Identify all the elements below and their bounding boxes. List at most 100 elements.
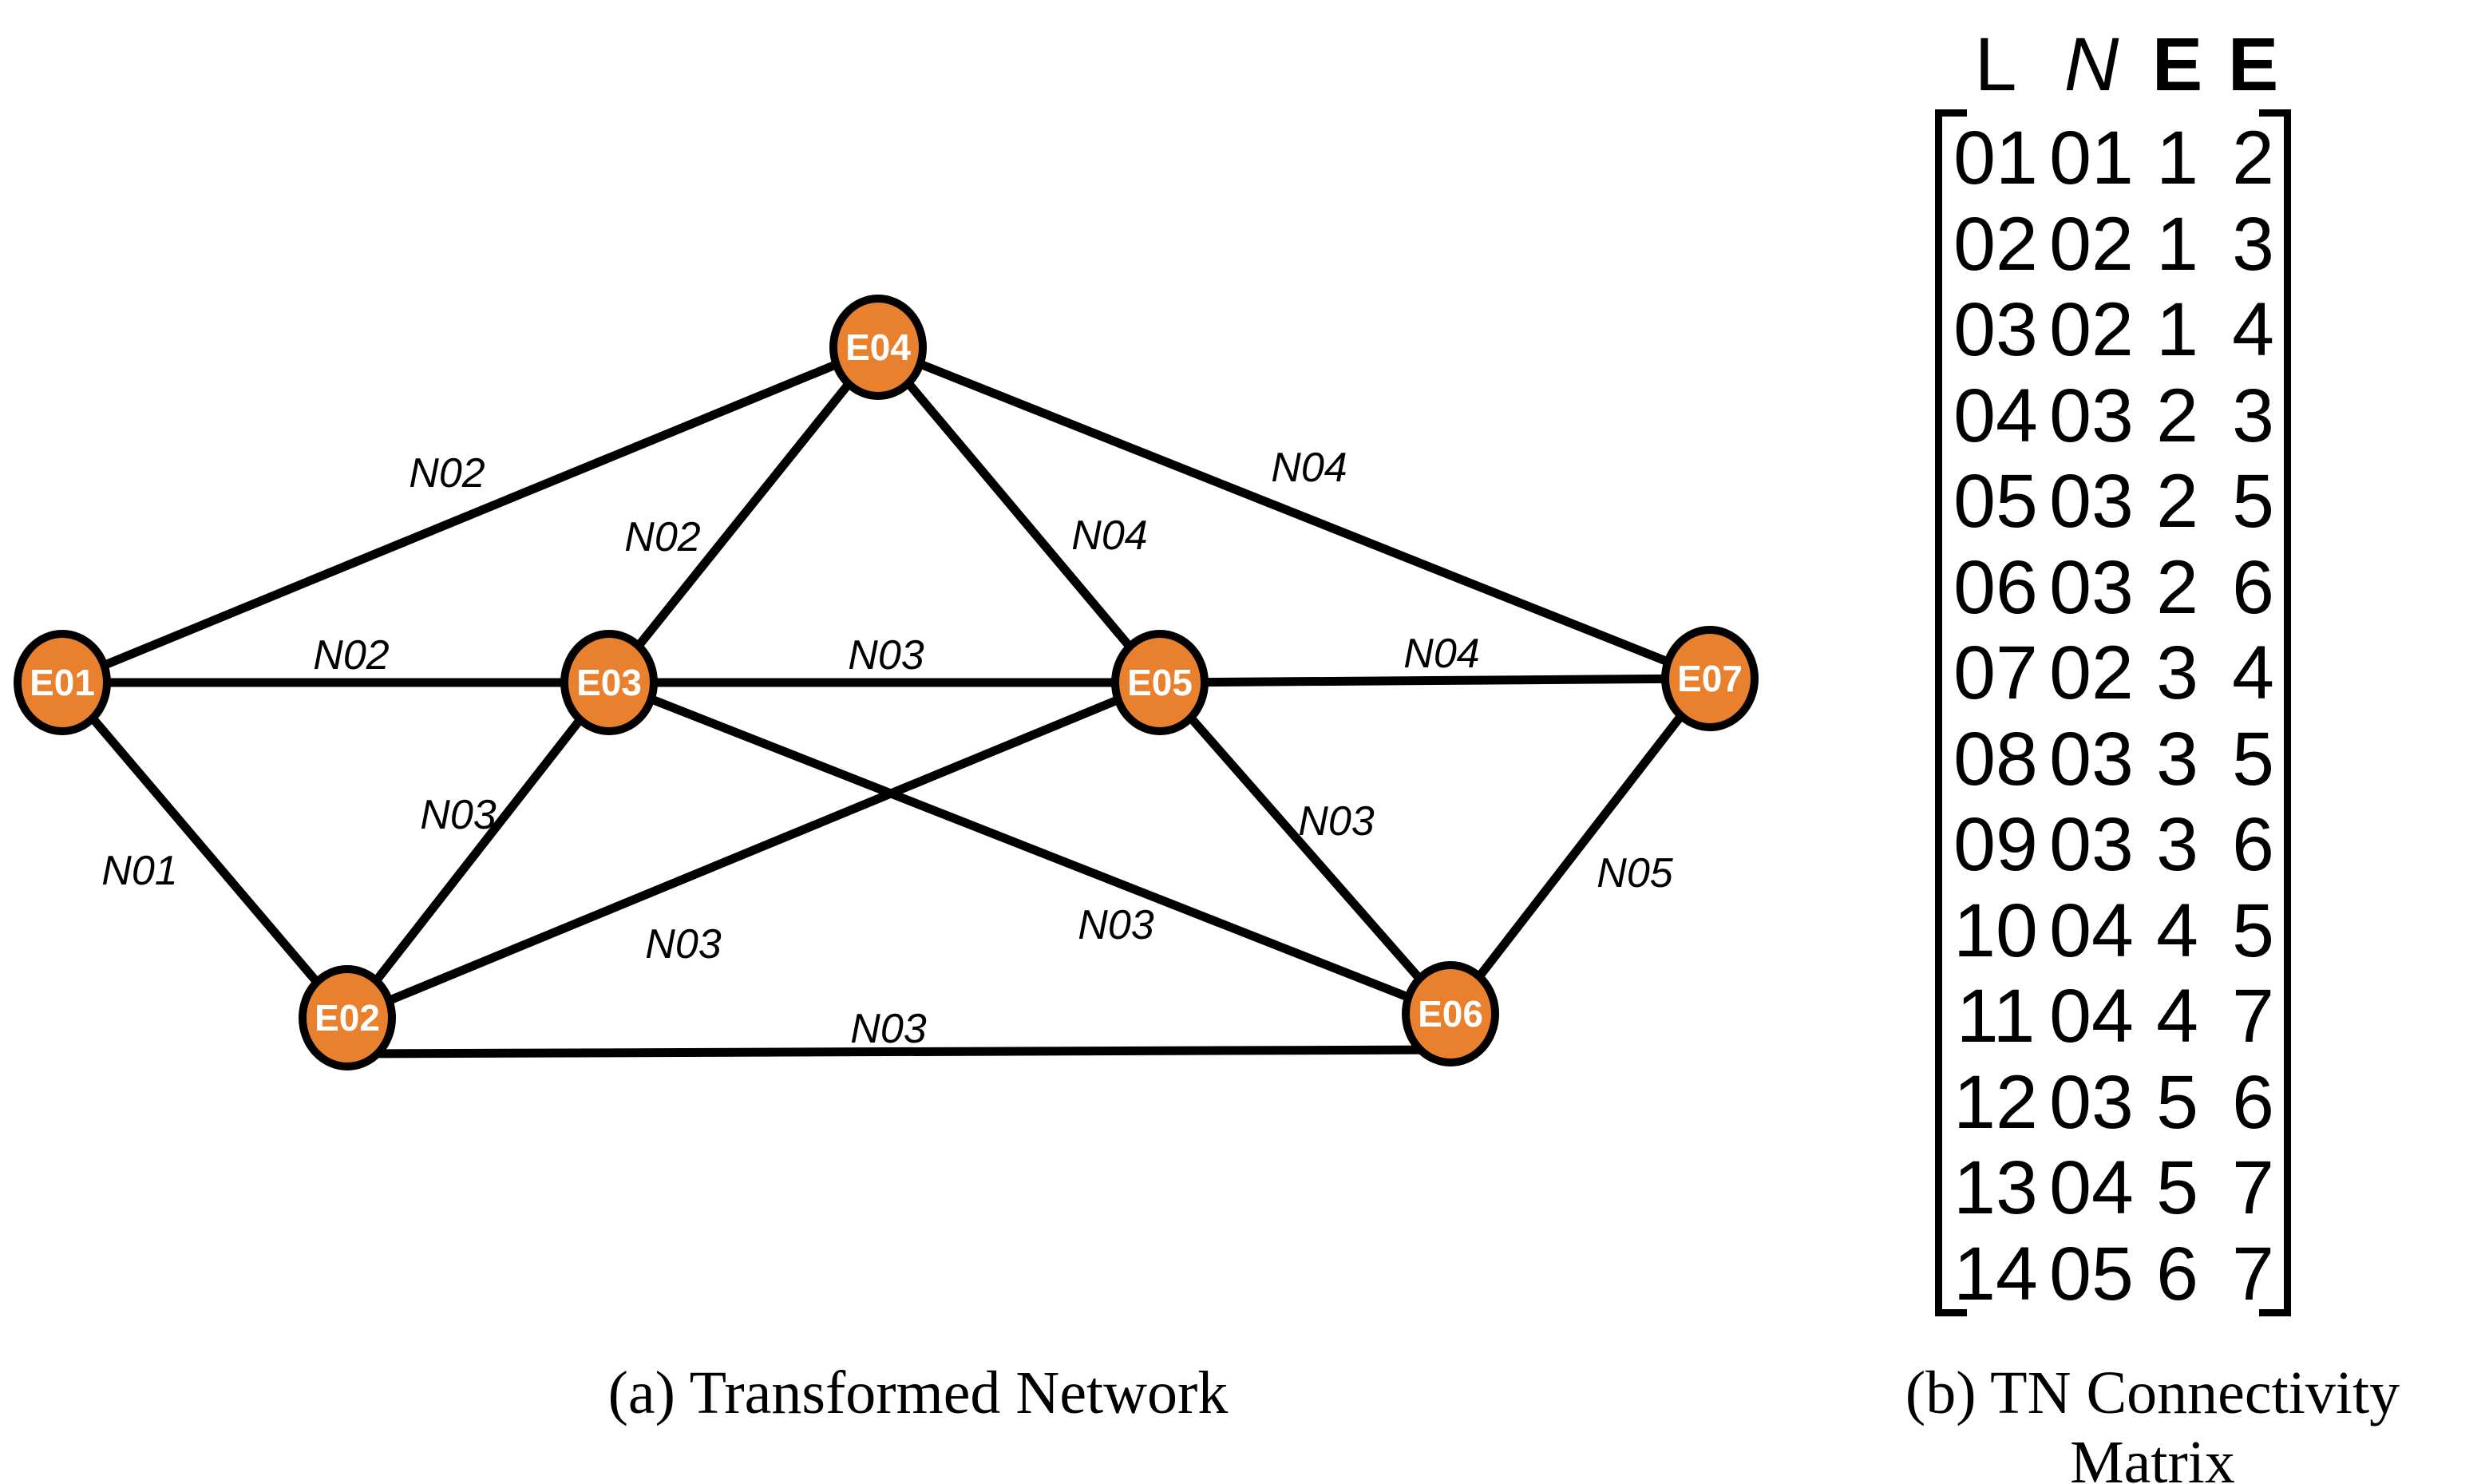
matrix-cell: 02 xyxy=(2049,201,2134,287)
edge-e02-e06 xyxy=(342,1045,1455,1059)
node-e03 xyxy=(560,630,658,735)
edge-label-e02-e06: N03 xyxy=(850,1006,926,1052)
matrix-cell: 1 xyxy=(2156,201,2198,287)
matrix-cell: 05 xyxy=(1953,459,2038,544)
matrix-cell: 6 xyxy=(2156,1231,2198,1316)
matrix-cell: 2 xyxy=(2232,116,2274,200)
matrix-cell: 03 xyxy=(2049,373,2134,458)
matrix-cell: 4 xyxy=(2232,287,2274,372)
matrix-cell: 7 xyxy=(2232,1146,2274,1230)
edge-label-e05-e07: N04 xyxy=(1403,631,1479,677)
matrix-cell: 05 xyxy=(2049,1231,2134,1316)
matrix-cell: 11 xyxy=(1956,974,2036,1059)
node-label-e02: E02 xyxy=(315,997,380,1039)
node-e04 xyxy=(829,295,927,400)
edge-e05-e06 xyxy=(1155,678,1455,1019)
matrix-cell: 09 xyxy=(1953,802,2038,887)
matrix-cell: 07 xyxy=(1953,631,2038,715)
edge-e01-e04 xyxy=(57,342,883,687)
node-label-e06: E06 xyxy=(1418,993,1483,1035)
matrix-cell: 03 xyxy=(1953,287,2038,372)
matrix-cell: 02 xyxy=(2049,631,2134,715)
matrix-cell: 14 xyxy=(1953,1231,2038,1316)
matrix-cell: 5 xyxy=(2156,1146,2198,1230)
matrix-cell: 03 xyxy=(2049,544,2134,630)
edge-label-e01-e04: N02 xyxy=(409,450,485,497)
matrix-cell: 01 xyxy=(2049,116,2134,200)
edge-e04-e05 xyxy=(873,342,1165,687)
matrix-bracket-left xyxy=(1935,109,1967,1316)
matrix-header-l: L xyxy=(1974,22,2017,107)
node-e06 xyxy=(1402,961,1499,1067)
matrix-cell: 01 xyxy=(1953,116,2038,200)
caption-connectivity-matrix: (b) TN Connectivity Matrix xyxy=(1905,1359,2400,1484)
matrix-cell: 6 xyxy=(2232,1059,2274,1145)
matrix-cell: 7 xyxy=(2232,1231,2274,1316)
edge-label-e02-e03: N03 xyxy=(420,792,496,838)
matrix-cell: 04 xyxy=(2049,1146,2134,1230)
node-e07 xyxy=(1661,626,1759,731)
matrix-cell: 3 xyxy=(2156,802,2198,887)
matrix-cell: 6 xyxy=(2232,544,2274,630)
matrix-header-e: E xyxy=(2227,22,2279,107)
matrix-cell: 2 xyxy=(2156,544,2198,630)
matrix-cell: 03 xyxy=(2049,716,2134,801)
edge-label-e04-e07: N04 xyxy=(1271,445,1347,491)
matrix-bracket-right xyxy=(2259,109,2291,1316)
matrix-cell: 4 xyxy=(2156,888,2198,973)
matrix-cell: 03 xyxy=(2049,802,2134,887)
matrix-cell: 04 xyxy=(2049,888,2134,973)
edge-e05-e07 xyxy=(1155,674,1715,687)
edge-e02-e03 xyxy=(342,678,614,1023)
edge-e04-e07 xyxy=(873,342,1715,683)
edge-label-e02-e05: N03 xyxy=(645,921,721,968)
matrix-header-e: E xyxy=(2151,22,2203,107)
edge-label-e06-e07: N05 xyxy=(1597,850,1673,896)
node-e01 xyxy=(14,630,111,735)
node-e05 xyxy=(1111,630,1209,735)
matrix-cell: 10 xyxy=(1953,888,2038,973)
matrix-cell: 3 xyxy=(2232,373,2274,458)
matrix-cell: 02 xyxy=(2049,287,2134,372)
node-label-e04: E04 xyxy=(845,326,911,368)
matrix-header-n: N xyxy=(2064,22,2119,107)
edge-label-e05-e06: N03 xyxy=(1298,798,1374,845)
edge-label-e01-e02: N01 xyxy=(101,848,177,894)
matrix-cell: 5 xyxy=(2232,716,2274,801)
matrix-cell: 02 xyxy=(1953,201,2038,287)
edge-label-e03-e05: N03 xyxy=(848,632,924,679)
node-e02 xyxy=(299,965,396,1070)
edge-label-e03-e06: N03 xyxy=(1078,902,1153,948)
caption-transformed-network: (a) Transformed Network xyxy=(607,1359,1229,1427)
transformed-network-diagram: N01N02N02N03N03N03N02N03N03N04N04N03N04N… xyxy=(14,295,1759,1070)
matrix-cell: 4 xyxy=(2156,974,2198,1059)
matrix-cell: 3 xyxy=(2156,716,2198,801)
matrix-cell: 6 xyxy=(2232,802,2274,887)
node-label-e05: E05 xyxy=(1127,662,1193,703)
matrix-cell: 3 xyxy=(2232,201,2274,287)
matrix-cell: 04 xyxy=(1953,373,2038,458)
matrix-cell: 06 xyxy=(1953,544,2038,630)
matrix-cell: 12 xyxy=(1953,1059,2038,1145)
matrix-cell: 3 xyxy=(2156,631,2198,715)
matrix-cell: 5 xyxy=(2156,1059,2198,1145)
matrix-cell: 2 xyxy=(2156,373,2198,458)
node-label-e07: E07 xyxy=(1677,658,1743,699)
matrix-cell: 13 xyxy=(1953,1146,2038,1230)
edge-e03-e06 xyxy=(604,678,1455,1019)
matrix-cell: 03 xyxy=(2049,459,2134,544)
node-label-e01: E01 xyxy=(30,662,95,703)
